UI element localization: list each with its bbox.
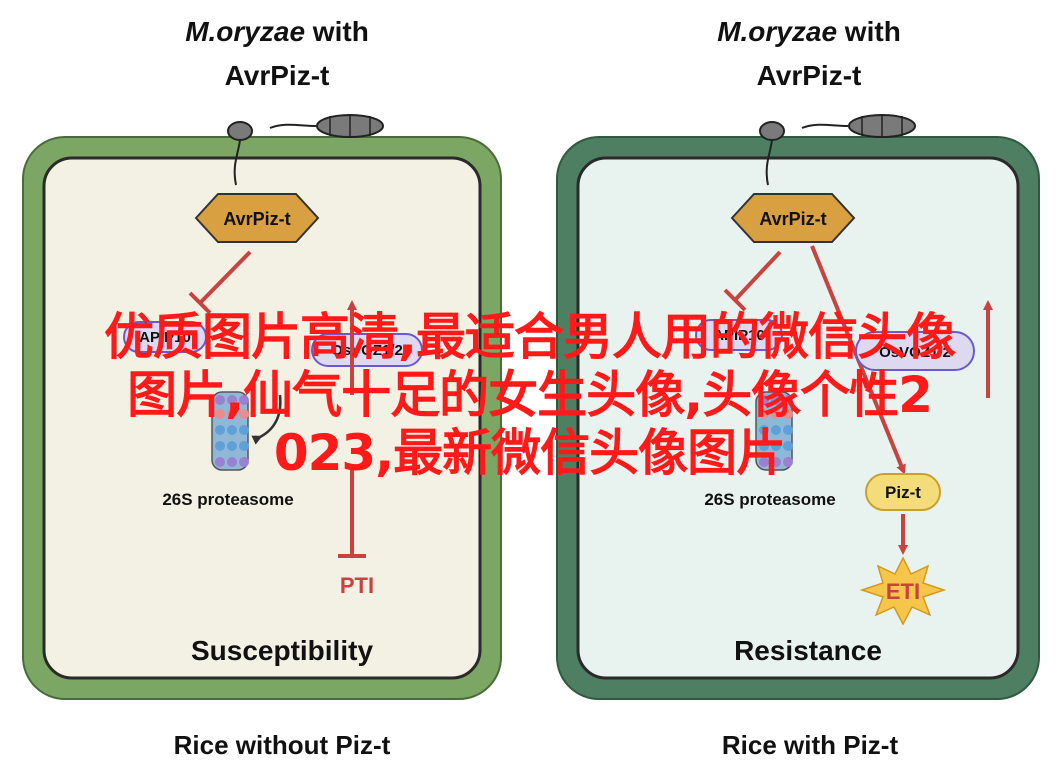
- left-panel: M.oryzae with AvrPiz-t AvrPiz-t APIP10: [22, 16, 502, 760]
- left-title-rest: with: [305, 16, 369, 47]
- right-osvoz-label: OsVOZ1/2: [879, 344, 951, 361]
- right-inhibit-line: [733, 250, 782, 302]
- left-effector: AvrPiz-t: [194, 193, 320, 243]
- right-cell-membrane: [576, 156, 1020, 680]
- left-inhibit-bar: [188, 291, 212, 315]
- right-protein-apip10: APIP10: [695, 319, 783, 351]
- left-title-italic: M.oryzae: [185, 16, 305, 47]
- left-outcome-label: Susceptibility: [191, 635, 373, 666]
- right-title-italic: M.oryzae: [717, 16, 837, 47]
- right-effector-label: AvrPiz-t: [759, 209, 826, 229]
- watermark-overlay: 优质图片高清,最适合男人用的微信头像 图片,仙气十足的女生头像,头像个性2 02…: [0, 308, 1059, 482]
- right-caption: Rice with Piz-t: [722, 730, 899, 760]
- right-title-line1: M.oryzae with: [717, 16, 901, 47]
- right-apip10-label: APIP10: [713, 327, 765, 344]
- right-pizt-label: Piz-t: [885, 483, 921, 502]
- right-protein-osvoz: OsVOZ1/2: [855, 331, 975, 371]
- left-osvoz-label: OsVOZ1/2: [331, 342, 403, 359]
- right-outcome-label: Resistance: [734, 635, 882, 666]
- right-title-line2: AvrPiz-t: [757, 60, 862, 91]
- right-eti-burst: ETI: [859, 556, 947, 626]
- left-caption: Rice without Piz-t: [174, 730, 391, 760]
- left-proteasome-icon: [211, 391, 249, 471]
- watermark-line-2: 图片,仙气十足的女生头像,头像个性2: [127, 366, 933, 424]
- left-effector-label: AvrPiz-t: [223, 209, 290, 229]
- watermark-line-3: 023,最新微信头像图片: [273, 424, 786, 482]
- right-fungus-icon: [759, 114, 916, 186]
- right-effector: AvrPiz-t: [730, 193, 856, 243]
- right-inhibit-bar: [723, 288, 747, 312]
- left-title-line1: M.oryzae with: [185, 16, 369, 47]
- right-eti-label: ETI: [886, 579, 920, 604]
- left-inhibit-line: [198, 250, 252, 305]
- left-fungus-icon: [227, 114, 384, 186]
- left-protein-osvoz: OsVOZ1/2: [311, 333, 423, 367]
- right-proteasome-icon: [755, 391, 793, 471]
- right-proteasome-label: 26S proteasome: [704, 490, 835, 509]
- left-pti-label: PTI: [340, 573, 374, 598]
- left-apip10-label: APIP10: [139, 329, 191, 346]
- right-title-rest: with: [837, 16, 901, 47]
- left-title-line2: AvrPiz-t: [225, 60, 330, 91]
- left-degradation-arrow: [251, 394, 282, 445]
- watermark-line-1: 优质图片高清,最适合男人用的微信头像: [104, 308, 956, 366]
- right-panel: M.oryzae with AvrPiz-t AvrPiz-t API: [556, 16, 1040, 760]
- left-proteasome-label: 26S proteasome: [162, 490, 293, 509]
- left-cell-membrane: [42, 156, 482, 680]
- right-receptor-pizt: Piz-t: [865, 473, 941, 511]
- left-protein-apip10: APIP10: [123, 321, 207, 353]
